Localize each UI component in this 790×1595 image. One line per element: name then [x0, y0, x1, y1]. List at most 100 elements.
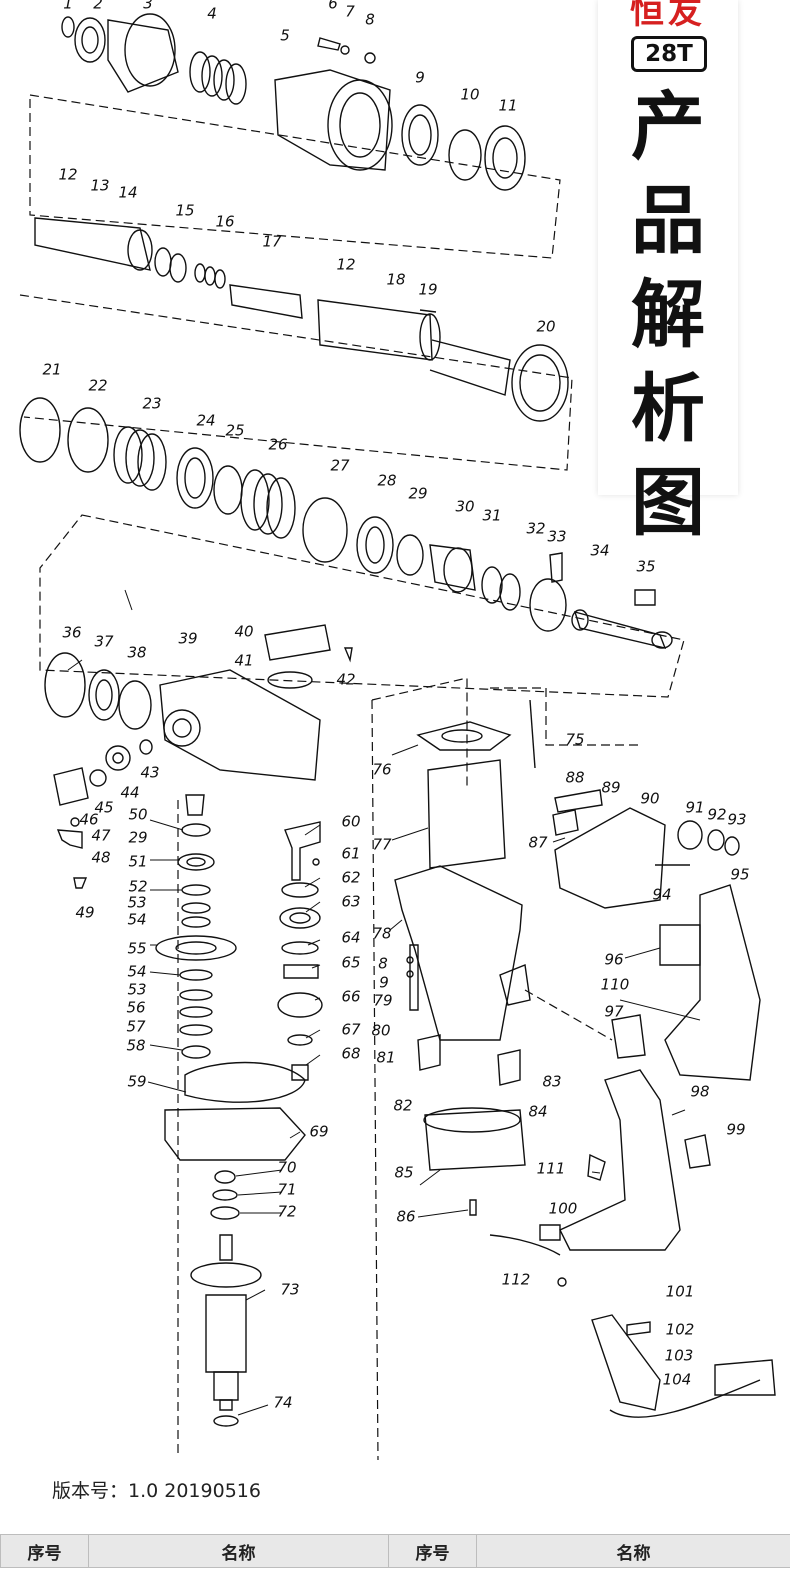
- part-callout: 73: [280, 1280, 300, 1299]
- part-callout: 12: [58, 165, 78, 184]
- part-callout: 31: [482, 506, 502, 525]
- part-callout: 84: [528, 1102, 548, 1121]
- part-callout: 52: [128, 877, 148, 896]
- diagram-title: 产 品 解 析 图: [598, 80, 738, 550]
- part-callout: 47: [91, 826, 111, 845]
- part-callout: 80: [371, 1021, 391, 1040]
- part-callout: 30: [455, 497, 475, 516]
- part-callout: 55: [127, 939, 147, 958]
- part-callout: 46: [79, 810, 99, 829]
- part-callout: 32: [526, 519, 546, 538]
- part-callout: 97: [604, 1002, 624, 1021]
- part-callout: 91: [685, 798, 705, 817]
- part-callout: 57: [126, 1017, 146, 1036]
- part-callout: 59: [127, 1072, 147, 1091]
- part-callout: 23: [142, 394, 162, 413]
- part-callout: 112: [501, 1270, 531, 1289]
- part-callout: 34: [590, 541, 610, 560]
- part-callout: 77: [372, 835, 392, 854]
- part-callout: 103: [664, 1346, 694, 1365]
- part-callout: 62: [341, 868, 361, 887]
- part-callout: 85: [394, 1163, 414, 1182]
- part-callout: 111: [536, 1159, 566, 1178]
- part-callout: 18: [386, 270, 406, 289]
- part-callout: 87: [528, 833, 548, 852]
- title-char: 产: [631, 84, 705, 170]
- part-callout: 94: [652, 885, 672, 904]
- part-callout: 88: [565, 768, 585, 787]
- part-callout: 60: [341, 812, 361, 831]
- part-callout: 53: [127, 980, 147, 999]
- part-callout: 110: [600, 975, 630, 994]
- part-callout: 66: [341, 987, 361, 1006]
- part-callout: 98: [690, 1082, 710, 1101]
- part-callout: 99: [726, 1120, 746, 1139]
- part-callout: 40: [234, 622, 254, 641]
- part-callout: 68: [341, 1044, 361, 1063]
- part-callout: 29: [128, 828, 148, 847]
- model-badge: 28T: [631, 36, 707, 72]
- part-callout: 72: [277, 1202, 297, 1221]
- part-callout: 104: [662, 1370, 692, 1389]
- part-callout: 8: [378, 954, 388, 973]
- part-callout: 24: [196, 411, 216, 430]
- part-callout: 44: [120, 783, 140, 802]
- parts-table-header-row: 序号 名称 序号 名称: [0, 1534, 790, 1568]
- part-callout: 35: [636, 557, 656, 576]
- part-callout: 51: [128, 852, 148, 871]
- part-callout: 102: [665, 1320, 695, 1339]
- part-callout: 11: [498, 96, 518, 115]
- part-callout: 82: [393, 1096, 413, 1115]
- part-callout: 67: [341, 1020, 361, 1039]
- part-callout: 61: [341, 844, 361, 863]
- part-callout: 10: [460, 85, 480, 104]
- part-callout: 20: [536, 317, 556, 336]
- part-callout: 86: [396, 1207, 416, 1226]
- title-char: 析: [631, 366, 705, 452]
- column-header-name: 名称: [88, 1534, 389, 1568]
- part-callout: 4: [207, 4, 217, 23]
- part-callout: 63: [341, 892, 361, 911]
- part-callout: 17: [262, 232, 282, 251]
- part-callout: 70: [277, 1158, 297, 1177]
- part-callout: 39: [178, 629, 198, 648]
- part-callout: 56: [126, 998, 146, 1017]
- title-char: 品: [631, 178, 705, 264]
- part-callout: 54: [127, 962, 147, 981]
- part-callout: 78: [372, 924, 392, 943]
- part-callout: 90: [640, 789, 660, 808]
- part-callout: 58: [126, 1036, 146, 1055]
- part-callout: 50: [128, 805, 148, 824]
- part-callout: 96: [604, 950, 624, 969]
- column-header-name: 名称: [476, 1534, 790, 1568]
- title-panel: 恒友 28T 产 品 解 析 图: [598, 0, 738, 546]
- title-char: 解: [631, 272, 705, 358]
- part-callout: 64: [341, 928, 361, 947]
- column-header-number: 序号: [0, 1534, 89, 1568]
- part-callout: 14: [118, 183, 138, 202]
- part-callout: 49: [75, 903, 95, 922]
- part-callout: 19: [418, 280, 438, 299]
- part-callout: 89: [601, 778, 621, 797]
- part-callout: 12: [336, 255, 356, 274]
- part-callout: 101: [665, 1282, 695, 1301]
- part-callout: 95: [730, 865, 750, 884]
- part-callout: 65: [341, 953, 361, 972]
- part-callout: 83: [542, 1072, 562, 1091]
- parts-table: 序号 名称 序号 名称: [0, 1534, 790, 1568]
- part-callout: 13: [90, 176, 110, 195]
- part-callout: 81: [376, 1048, 396, 1067]
- part-callout: 22: [88, 376, 108, 395]
- part-callout: 45: [94, 798, 114, 817]
- part-callout: 6: [328, 0, 338, 13]
- part-callout: 79: [373, 991, 393, 1010]
- part-callout: 1: [63, 0, 73, 13]
- part-callout: 29: [408, 484, 428, 503]
- part-callout: 54: [127, 910, 147, 929]
- part-callout: 74: [273, 1393, 293, 1412]
- part-callout: 42: [336, 670, 356, 689]
- part-callout: 76: [372, 760, 392, 779]
- part-callout: 75: [565, 730, 585, 749]
- part-callout: 5: [280, 26, 290, 45]
